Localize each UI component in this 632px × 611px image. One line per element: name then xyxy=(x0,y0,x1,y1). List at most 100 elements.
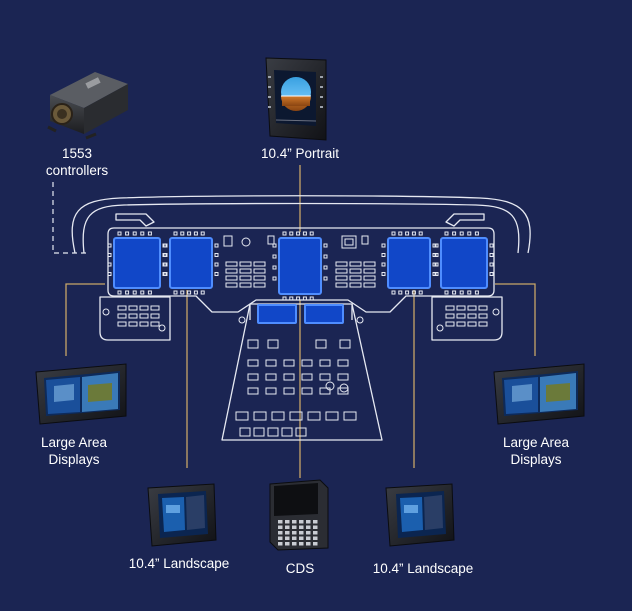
bezel-button xyxy=(163,272,168,276)
cds-key xyxy=(292,531,297,535)
panel-key xyxy=(363,261,376,267)
center-key xyxy=(271,411,285,421)
label-landscape-left: 10.4” Landscape xyxy=(128,556,230,571)
bezel-button xyxy=(193,290,198,295)
bezel-button xyxy=(107,272,112,276)
panel-screen-cds-right xyxy=(304,304,344,324)
clock-frame xyxy=(341,235,357,249)
bezel-button xyxy=(296,296,301,301)
cds-key xyxy=(278,542,283,546)
console-key xyxy=(467,313,477,319)
bezel-button xyxy=(187,231,192,236)
panel-key xyxy=(239,275,252,281)
large-area-display-icon-left xyxy=(35,363,127,425)
bezel-button xyxy=(411,231,416,236)
label-controllers-line1: 1553 xyxy=(61,146,93,161)
panel-key xyxy=(349,261,362,267)
panel-screen-landscape-right xyxy=(387,237,431,289)
center-key xyxy=(267,427,279,437)
center-key xyxy=(325,411,339,421)
center-key xyxy=(319,387,331,395)
connector-controllers-dashed xyxy=(52,182,88,254)
center-switch xyxy=(247,339,259,349)
bezel-button xyxy=(272,254,277,259)
bezel-button xyxy=(418,290,423,295)
panel-key xyxy=(225,282,238,288)
center-key xyxy=(283,359,295,367)
portrait-display-icon xyxy=(265,57,327,141)
bezel-button xyxy=(323,265,328,270)
panel-screen-landscape-left xyxy=(169,237,213,289)
panel-knob xyxy=(241,237,251,247)
panel-screen-lad-left xyxy=(113,237,161,289)
cds-key xyxy=(299,520,304,524)
cds-key xyxy=(313,536,318,540)
panel-key xyxy=(239,268,252,274)
label-lad-left-line1: Large Area xyxy=(40,435,108,450)
center-key xyxy=(265,373,277,381)
bezel-button xyxy=(405,290,410,295)
bezel-button xyxy=(147,290,152,295)
panel-switch xyxy=(361,235,369,245)
console-key xyxy=(117,321,127,327)
center-knob xyxy=(339,383,349,393)
label-controllers-line2: controllers xyxy=(45,163,109,178)
bezel-button xyxy=(140,290,145,295)
main-panel xyxy=(107,227,495,313)
landscape-display-icon-right xyxy=(385,483,455,547)
bezel-button xyxy=(117,290,122,295)
bezel-button xyxy=(214,262,219,267)
bezel-button xyxy=(434,243,439,248)
panel-key xyxy=(335,282,348,288)
panel-key xyxy=(253,261,266,267)
bezel-button xyxy=(200,231,205,236)
center-key xyxy=(247,359,259,367)
bezel-button xyxy=(434,262,439,267)
center-key xyxy=(247,373,259,381)
center-key xyxy=(253,427,265,437)
cds-key xyxy=(299,531,304,535)
center-key xyxy=(301,387,313,395)
console-key xyxy=(117,305,127,311)
console-knob xyxy=(102,308,110,316)
center-key xyxy=(253,411,267,421)
bezel-button xyxy=(452,231,457,236)
label-1553-controllers: 1553 controllers xyxy=(32,145,122,179)
panel-key xyxy=(335,275,348,281)
panel-key xyxy=(225,275,238,281)
bezel-button xyxy=(323,243,328,248)
1553-controller-box-icon xyxy=(47,72,128,140)
center-switch xyxy=(339,339,351,349)
console-key xyxy=(456,305,466,311)
bezel-button xyxy=(302,296,307,301)
panel-key xyxy=(225,268,238,274)
bezel-button xyxy=(381,253,386,257)
bezel-button xyxy=(467,290,472,295)
center-key xyxy=(337,359,349,367)
bezel-button xyxy=(163,262,168,267)
bezel-button xyxy=(187,290,192,295)
cds-key xyxy=(299,542,304,546)
panel-key xyxy=(363,268,376,274)
console-key xyxy=(128,305,138,311)
glare-shield-inner xyxy=(82,202,520,254)
panel-key xyxy=(349,282,362,288)
center-switch xyxy=(267,339,279,349)
bezel-button xyxy=(272,265,277,270)
bezel-button xyxy=(200,290,205,295)
panel-key xyxy=(225,261,238,267)
bezel-button xyxy=(132,231,137,236)
bezel-button xyxy=(125,231,130,236)
cds-key xyxy=(278,525,283,529)
bezel-button xyxy=(391,231,396,236)
center-key xyxy=(343,411,357,421)
landscape-display-icon-left xyxy=(147,483,217,547)
bezel-button xyxy=(180,231,185,236)
bezel-button xyxy=(309,296,314,301)
cds-key xyxy=(306,542,311,546)
cds-key xyxy=(292,536,297,540)
center-key xyxy=(307,411,321,421)
bezel-button xyxy=(444,290,449,295)
panel-switch xyxy=(223,235,233,247)
bezel-button xyxy=(434,253,439,257)
